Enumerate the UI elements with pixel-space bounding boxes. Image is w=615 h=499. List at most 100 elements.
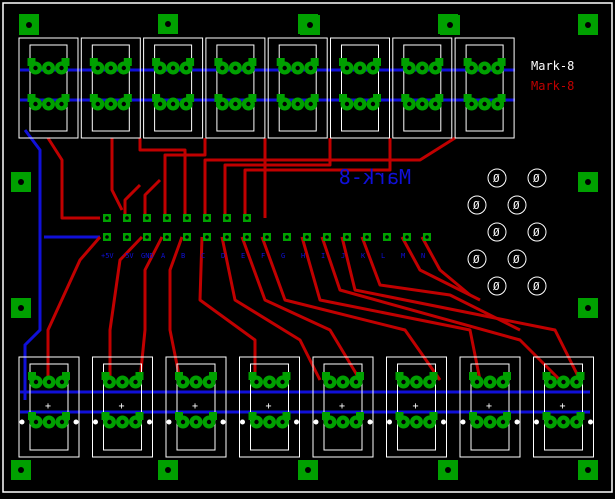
relay-pin-hole xyxy=(193,379,199,385)
relay-corner-pad xyxy=(542,412,551,420)
relay-pin-hole xyxy=(183,101,189,107)
relay-pin-hole xyxy=(267,419,272,425)
header-pin-label: I xyxy=(321,252,325,260)
mounting-hole-glyph: Ø xyxy=(533,226,540,239)
relay-pin-hole xyxy=(574,419,579,425)
relay-pin-hole xyxy=(474,419,480,425)
relay-outline xyxy=(392,37,453,139)
top-trace xyxy=(320,236,562,382)
relay-pin-hole xyxy=(220,65,225,71)
header-pin-label: -5V xyxy=(121,252,134,260)
relay-corner-pad xyxy=(401,58,410,66)
mounting-hole xyxy=(527,276,547,296)
header-pad-hole xyxy=(425,235,429,239)
relay-corner-pad xyxy=(28,372,36,380)
relay-corner-pad xyxy=(101,372,110,380)
relay-pin-hole xyxy=(414,379,419,385)
relay-corner-pad xyxy=(322,412,330,420)
silk-board-label: Mark-8 xyxy=(531,59,574,73)
mounting-hole xyxy=(487,222,507,242)
relay-footprint: + xyxy=(459,356,521,458)
relay-outline xyxy=(267,37,328,139)
relay-corner-pad xyxy=(276,94,285,102)
relay-corner-pad xyxy=(276,58,285,66)
board-outline xyxy=(2,2,613,493)
relay-pin-hole xyxy=(469,65,474,71)
header-pad-hole xyxy=(105,235,109,239)
top-trace xyxy=(360,236,521,332)
header-pin-label: GND xyxy=(141,252,154,260)
top-trace xyxy=(240,236,362,381)
square-pad-hole xyxy=(307,22,313,28)
relay-corner-pad xyxy=(395,412,404,420)
header-pin-label: B xyxy=(181,252,185,260)
relay-outline xyxy=(459,356,521,458)
relay-outline xyxy=(143,37,204,139)
relay-corner-pad xyxy=(497,58,506,66)
relay-pin-hole xyxy=(308,65,313,71)
relay-corner-pad xyxy=(576,412,585,420)
relay-pin-hole xyxy=(46,419,52,425)
relay-center-mark: + xyxy=(339,401,345,412)
square-pad-hole xyxy=(585,22,591,28)
header-pad-hole xyxy=(245,216,249,220)
relay-corner-pad xyxy=(28,412,36,420)
relay-pin-hole xyxy=(59,379,65,385)
relay-pin-hole xyxy=(353,379,359,385)
relay-pin-hole xyxy=(33,419,39,425)
relay-outline xyxy=(80,37,141,139)
relay-footprint xyxy=(454,37,515,139)
relay-corner-pad xyxy=(135,412,144,420)
relay-corner-pad xyxy=(62,372,70,380)
relay-inner-outline xyxy=(397,363,436,451)
relay-pin-hole xyxy=(357,65,363,71)
relay-pin-hole xyxy=(548,419,553,425)
relay-corner-pad xyxy=(186,58,195,66)
mounting-hole-glyph: Ø xyxy=(473,199,480,212)
relay-pin-hole xyxy=(95,65,101,71)
top-trace xyxy=(260,236,442,381)
relay-corner-pad xyxy=(463,94,472,102)
header-pin-label: E xyxy=(241,252,245,260)
relay-pin-hole xyxy=(120,379,125,385)
square-pad-hole xyxy=(18,305,24,311)
relay-corner-pad xyxy=(339,58,347,66)
header-pad-hole xyxy=(245,235,249,239)
relay-pin-hole xyxy=(133,419,138,425)
top-trace xyxy=(46,236,102,380)
mounting-hole xyxy=(507,249,527,269)
relay-pin-hole xyxy=(548,379,553,385)
relay-pin-hole xyxy=(401,379,406,385)
header-pad-hole xyxy=(185,216,189,220)
relay-inner-outline xyxy=(544,363,583,451)
relay-inner-outline xyxy=(278,44,317,132)
relay-footprint xyxy=(330,37,390,139)
top-trace xyxy=(138,138,187,218)
relay-pin-hole xyxy=(180,379,186,385)
top-trace xyxy=(123,183,142,218)
relay-pin-hole xyxy=(433,65,438,71)
relay-via xyxy=(240,419,245,425)
relay-pin-hole xyxy=(107,379,112,385)
relay-pin-hole xyxy=(180,419,186,425)
relay-corner-pad xyxy=(101,412,110,420)
relay-pin-hole xyxy=(46,65,51,71)
mounting-hole xyxy=(507,195,527,215)
header-pad-hole xyxy=(225,216,229,220)
relay-footprint: + xyxy=(533,356,594,458)
relay-pin-hole xyxy=(370,101,376,107)
relay-corner-pad xyxy=(27,94,36,102)
header-pad-hole xyxy=(205,235,209,239)
relay-pin-hole xyxy=(427,419,432,425)
relay-pin-hole xyxy=(108,101,114,107)
relay-via xyxy=(166,419,172,425)
top-trace xyxy=(108,235,144,380)
relay-pin-hole xyxy=(183,65,189,71)
header-pin-label: F xyxy=(261,252,265,260)
relay-pin-hole xyxy=(157,101,163,107)
relay-footprint xyxy=(143,37,204,139)
top-trace xyxy=(143,178,162,218)
relay-via xyxy=(220,419,226,425)
header-pin-label: C xyxy=(201,252,205,260)
